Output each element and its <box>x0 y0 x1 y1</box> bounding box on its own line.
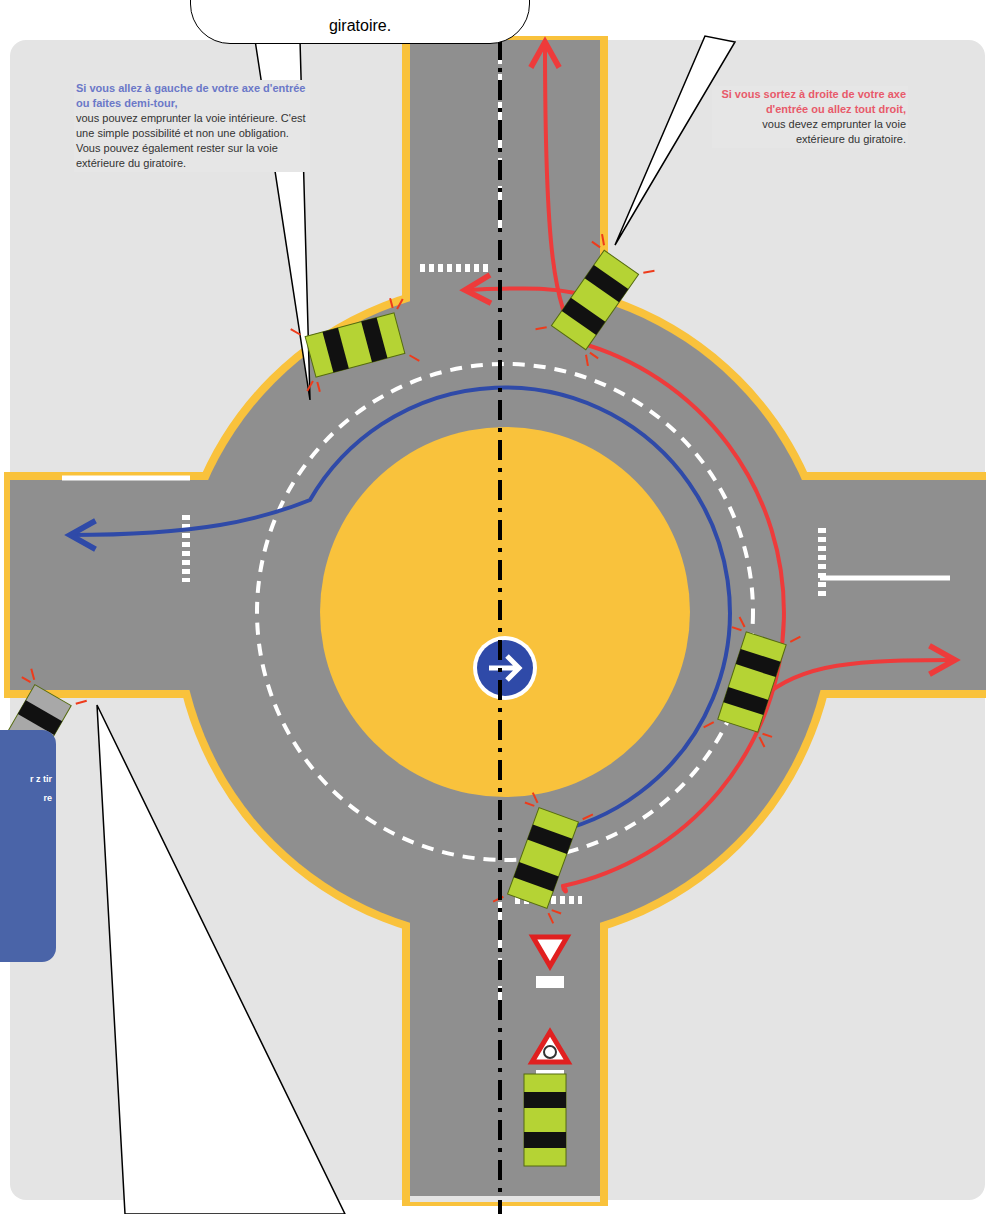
info-panel: r z tir re <box>0 730 56 962</box>
callout-bubble: giratoire. <box>190 0 530 44</box>
note-text: Si vous sortez à droite de votre axe d'e… <box>721 88 906 115</box>
cars <box>0 232 804 1166</box>
road-signs <box>532 937 568 1082</box>
entry-axis <box>498 0 502 1214</box>
note-text: Si vous allez à gauche de votre axe d'en… <box>76 82 305 109</box>
road-markings <box>62 46 950 1000</box>
direction-sign <box>473 636 537 700</box>
note-text: vous devez emprunter la voie extérieure … <box>762 118 906 145</box>
callout-tails <box>97 36 735 1214</box>
lane-divider <box>257 364 753 860</box>
trajectories <box>70 42 955 892</box>
central-island <box>320 427 690 797</box>
callout-text: giratoire. <box>191 17 529 35</box>
note-text: vous pouvez emprunter la voie intérieure… <box>76 112 306 169</box>
explanation-text: Si vous sortez à droite de votre axe d'e… <box>712 86 908 148</box>
explanation-text: Si vous allez à gauche de votre axe d'en… <box>74 80 310 172</box>
callout-text: r z tir re <box>28 770 52 808</box>
